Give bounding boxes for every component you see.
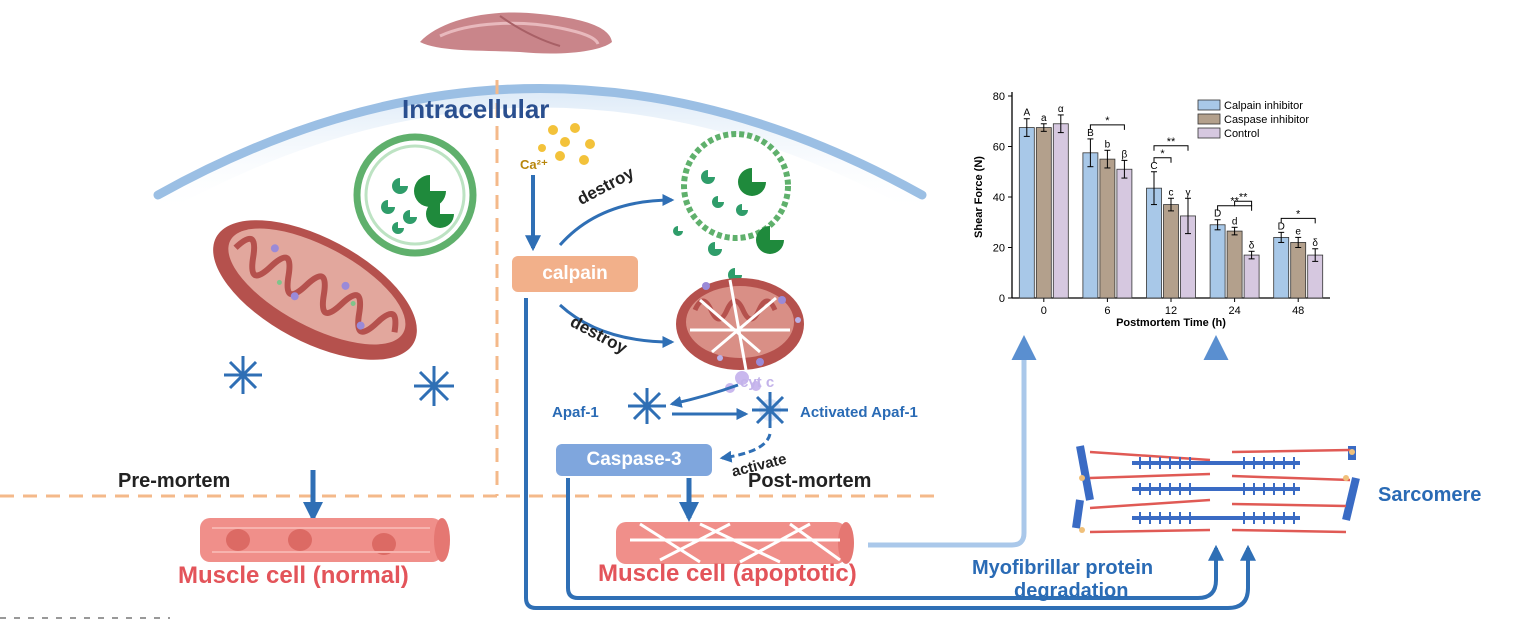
chart-significance-letter: b <box>1105 139 1111 150</box>
chart-significance-letter: c <box>1169 187 1174 198</box>
arrow-destroy-mitochondrion <box>558 303 675 348</box>
chart-significance-bracket <box>1153 157 1172 163</box>
caspase-3-box: Caspase-3 <box>556 444 712 476</box>
chart-y-tick-label: 40 <box>993 192 1005 204</box>
apaf1-star-icon <box>224 356 262 394</box>
damaged-mitochondrion-icon <box>676 278 804 371</box>
post-mortem-label: Post-mortem <box>748 470 872 492</box>
apaf1-star-icon <box>628 388 666 424</box>
pre-mortem-label: Pre-mortem <box>118 470 231 492</box>
chart-significance-letter: C <box>1150 161 1157 172</box>
chart-legend-label: Caspase inhibitor <box>1224 114 1309 126</box>
meat-slice-icon <box>420 12 612 54</box>
chart-legend-swatch <box>1197 127 1221 139</box>
calcium-label: Ca²⁺ <box>520 157 548 172</box>
cell-membrane-arc <box>153 84 927 200</box>
chart-bar <box>1209 224 1226 299</box>
chart-y-tick-label: 0 <box>999 293 1005 305</box>
apaf1-label: Apaf-1 <box>552 404 599 421</box>
chart-significance-letter: B <box>1087 128 1094 139</box>
arrow-calpain-to-sarcomere <box>524 298 1256 610</box>
chart-x-tick-label: 48 <box>1292 305 1304 317</box>
chart-legend-swatch <box>1197 113 1221 125</box>
chart-significance-letter: D <box>1214 209 1221 220</box>
arrow-apoptotic-to-chart <box>868 335 1037 548</box>
arrow-destroy-lysosome <box>558 194 675 246</box>
chart-bar <box>1290 242 1307 299</box>
chart-significance-letter: A <box>1023 108 1030 119</box>
chart-bar <box>1082 152 1099 299</box>
chart-legend-label: Calpain inhibitor <box>1224 100 1303 112</box>
degradation-label: degradation <box>1014 580 1129 602</box>
chart-significance-letter: α <box>1058 104 1064 115</box>
muscle-cell-normal-icon <box>200 518 450 562</box>
chart-significance-stars: * <box>1160 148 1165 160</box>
chart-y-tick-label: 80 <box>993 91 1005 103</box>
cyt-c-label: cyt c <box>740 374 775 391</box>
chart-significance-bracket <box>1280 217 1316 224</box>
chart-significance-letter: β <box>1122 149 1128 160</box>
chart-significance-letter: γ <box>1186 187 1191 198</box>
chart-y-tick-label: 60 <box>993 142 1005 154</box>
myofibrillar-label: Myofibrillar protein <box>972 557 1154 579</box>
lysosome-icon <box>353 133 477 257</box>
chart-bar <box>1099 158 1116 299</box>
chart-significance-bracket <box>1089 124 1125 130</box>
chart-x-tick-label: 6 <box>1104 305 1110 317</box>
chart-significance-bracket <box>1153 145 1189 151</box>
arrow-cytc-to-apaf1 <box>669 383 739 408</box>
chart-bar <box>1035 127 1052 299</box>
chart-bar <box>1163 204 1179 299</box>
chart-bar <box>1226 230 1243 299</box>
arrow-caspase-to-sarcomere <box>566 478 1224 600</box>
sarcomere-label: Sarcomere <box>1378 484 1482 506</box>
chart-bar <box>1018 127 1035 299</box>
activated-apaf1-label: Activated Apaf-1 <box>800 404 918 421</box>
chart-x-axis-label: Postmortem Time (h) <box>1116 317 1226 329</box>
activated-apaf1-icon <box>752 392 788 428</box>
mitochondrion-icon <box>213 220 417 360</box>
chart-significance-bracket <box>1234 200 1253 207</box>
chart-significance-letter: e <box>1295 226 1301 237</box>
chart-x-tick-label: 0 <box>1041 305 1047 317</box>
muscle-cell-apoptotic-icon <box>616 522 854 564</box>
chart-x-tick-label: 24 <box>1228 305 1240 317</box>
chart-y-tick-label: 20 <box>993 243 1005 255</box>
chart-bar <box>1243 254 1260 299</box>
muscle-cell-normal-label: Muscle cell (normal) <box>178 562 409 589</box>
chart-bar <box>1052 123 1069 299</box>
chart-significance-stars: * <box>1105 115 1110 127</box>
chart-significance-letter: δ <box>1249 240 1255 251</box>
broken-lysosome-icon <box>673 131 791 282</box>
chart-x-tick-label: 12 <box>1165 305 1177 317</box>
calpain-box: calpain <box>512 256 638 292</box>
chart-bar <box>1116 168 1133 299</box>
muscle-cell-apoptotic-label: Muscle cell (apoptotic) <box>598 560 857 587</box>
sarcomere-icon <box>1072 445 1360 534</box>
chart-significance-letter: D <box>1278 221 1285 232</box>
calcium-ions-icon <box>538 123 595 165</box>
intracellular-label: Intracellular <box>402 94 550 124</box>
chart-significance-stars: * <box>1296 208 1301 220</box>
apaf1-star-icon <box>414 366 454 406</box>
chart-y-axis-label: Shear Force (N) <box>973 156 985 238</box>
chart-significance-stars: ** <box>1167 136 1176 148</box>
chart-legend-swatch <box>1197 99 1221 111</box>
chart-significance-letter: d <box>1232 216 1238 227</box>
chart-legend-label: Control <box>1224 128 1259 140</box>
chart-bar <box>1273 236 1290 299</box>
arrow-activate-caspase <box>719 433 772 463</box>
chart-significance-letter: a <box>1041 113 1047 124</box>
chart-significance-letter: δ <box>1312 238 1318 249</box>
chart-significance-stars: ** <box>1239 191 1248 203</box>
